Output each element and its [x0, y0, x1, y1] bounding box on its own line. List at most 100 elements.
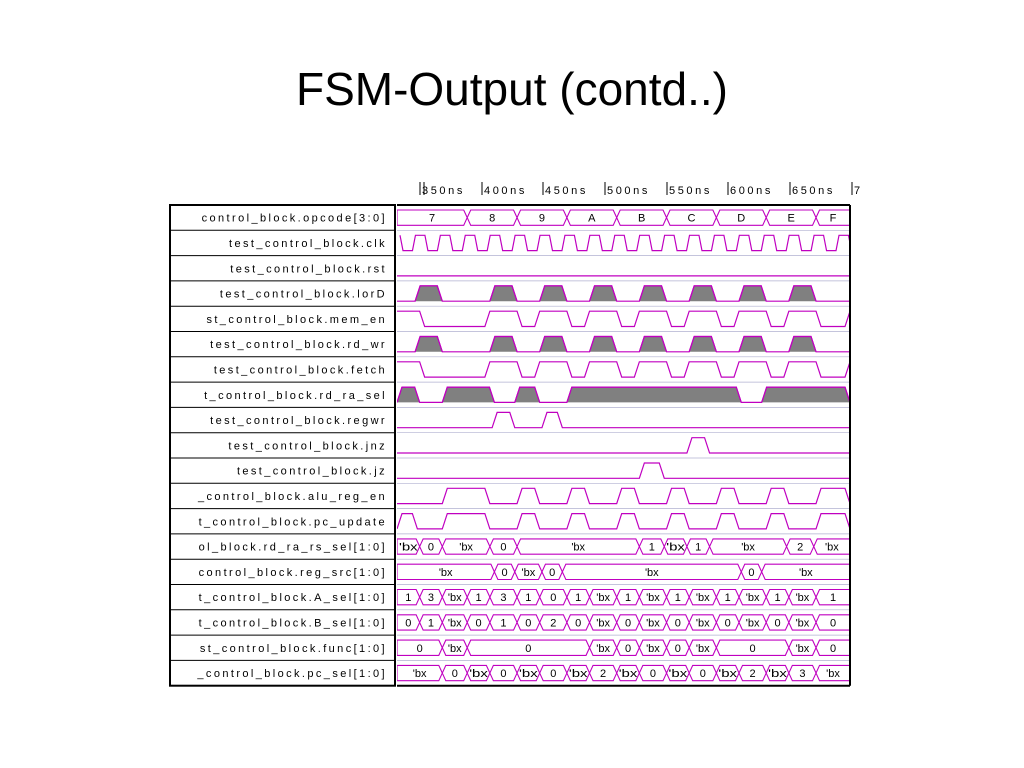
bus-value: 'bx — [645, 567, 659, 579]
signal-wave — [397, 386, 850, 403]
bus-value: 2 — [750, 668, 756, 680]
pulse-fill — [739, 336, 767, 352]
pulse-fill — [589, 336, 617, 352]
signal-name[interactable]: test_control_block.rd_wr — [210, 339, 387, 351]
bus-value: B — [638, 213, 645, 225]
signal-wave — [397, 437, 850, 454]
bus-value: 1 — [428, 617, 434, 629]
signal-name[interactable]: test_control_block.rst — [230, 263, 387, 275]
signal-wave — [397, 335, 850, 353]
bus-segment — [815, 664, 850, 682]
signal-name[interactable]: test_control_block.fetch — [214, 364, 387, 376]
bus-value: 'bx — [448, 617, 462, 629]
signal-names: control_block.opcode[3:0] test_control_bl… — [196, 213, 387, 680]
signal-name[interactable]: st_control_block.func[1:0] — [200, 643, 387, 655]
pulse-fill — [415, 285, 443, 302]
bus-value: A — [588, 213, 596, 225]
bus-value: 0 — [675, 617, 681, 629]
time-label: 400ns — [484, 185, 527, 197]
bus-value: 0 — [417, 643, 423, 655]
bus-segment — [815, 639, 850, 656]
bus-value: 0 — [700, 668, 706, 680]
bus-value: 3 — [799, 668, 805, 680]
signal-name[interactable]: control_block.reg_src[1:0] — [199, 567, 387, 579]
bus-value: 'bx — [596, 643, 610, 655]
bus-segment — [761, 563, 850, 581]
signal-name[interactable]: test_control_block.lorD — [220, 289, 387, 301]
bus-value: 2 — [550, 617, 556, 629]
bus-value: 'bx — [796, 617, 810, 629]
bus-value: 'bx — [718, 668, 737, 680]
bus-value: D — [737, 213, 745, 225]
signal-name[interactable]: t_control_block.rd_ra_sel — [204, 390, 387, 402]
signal-name[interactable]: test_control_block.clk — [229, 238, 387, 250]
signal-name[interactable]: _control_block.alu_reg_en — [197, 491, 387, 503]
bus-value: E — [787, 213, 794, 225]
signal-wave — [397, 411, 850, 429]
bus-value: 7 — [429, 213, 435, 225]
bus-value: 'bx — [796, 592, 810, 604]
time-label: 350ns — [422, 185, 465, 197]
signal-name[interactable]: _control_block.pc_sel[1:0] — [196, 668, 387, 680]
bus-value: 1 — [649, 542, 655, 554]
bus-value: 1 — [405, 592, 411, 604]
bus-value: 1 — [725, 592, 731, 604]
bus-value: 0 — [575, 617, 581, 629]
pulse-wave — [397, 513, 850, 530]
pulse-wave — [397, 437, 850, 454]
pulse-fill — [415, 336, 443, 352]
bus-value: C — [687, 213, 695, 225]
bus-value: 1 — [525, 592, 531, 604]
bus-value: 'bx — [825, 542, 839, 554]
pulse-fill — [442, 387, 495, 403]
bus-segment — [813, 538, 850, 555]
bus-value: 'bx — [666, 542, 685, 554]
bus-value: 'bx — [569, 668, 588, 680]
signal-name[interactable]: t_control_block.pc_update — [199, 516, 387, 528]
bus-value: 1 — [500, 617, 506, 629]
bus-value: 0 — [650, 668, 656, 680]
bus-value: 0 — [830, 643, 836, 655]
signal-name-panel — [169, 204, 396, 687]
signal-name[interactable]: test_control_block.regwr — [210, 415, 387, 427]
bus-value: 'bx — [646, 592, 660, 604]
bus-value: 'bx — [519, 668, 538, 680]
bus-value: 1 — [475, 592, 481, 604]
bus-value: 1 — [774, 592, 780, 604]
signal-name[interactable]: test_control_block.jnz — [228, 440, 387, 452]
signal-name[interactable]: ol_block.rd_ra_rs_sel[1:0] — [199, 542, 387, 554]
bus-value: 3 — [428, 592, 434, 604]
bus-value: 0 — [625, 643, 631, 655]
bus-value: 'bx — [596, 617, 610, 629]
bus-segment — [815, 614, 850, 631]
time-label: 500ns — [607, 185, 650, 197]
signal-name[interactable]: t_control_block.A_sel[1:0] — [199, 592, 387, 604]
bus-value: 0 — [428, 542, 434, 554]
bus-segment — [815, 588, 850, 606]
bus-value: 'bx — [413, 668, 427, 680]
pulse-fill — [788, 336, 817, 352]
bus-segment — [815, 209, 850, 226]
bus-value: 'bx — [619, 668, 638, 680]
pulse-wave — [397, 285, 850, 302]
time-label: 550ns — [669, 185, 712, 197]
bus-value: 'bx — [799, 567, 813, 579]
bus-value: 9 — [539, 213, 545, 225]
bus-value: 'bx — [696, 617, 710, 629]
signal-name[interactable]: t_control_block.B_sel[1:0] — [199, 617, 387, 629]
signal-name[interactable]: test_control_block.jz — [237, 466, 387, 478]
bus-value: 'bx — [646, 617, 660, 629]
signal-name[interactable]: st_control_block.mem_en — [206, 314, 387, 326]
bus-value: 0 — [750, 643, 756, 655]
pulse-wave — [397, 487, 850, 505]
pulse-fill — [514, 387, 540, 403]
bus-value: 3 — [500, 592, 506, 604]
signal-name[interactable]: control_block.opcode[3:0] — [202, 213, 387, 225]
